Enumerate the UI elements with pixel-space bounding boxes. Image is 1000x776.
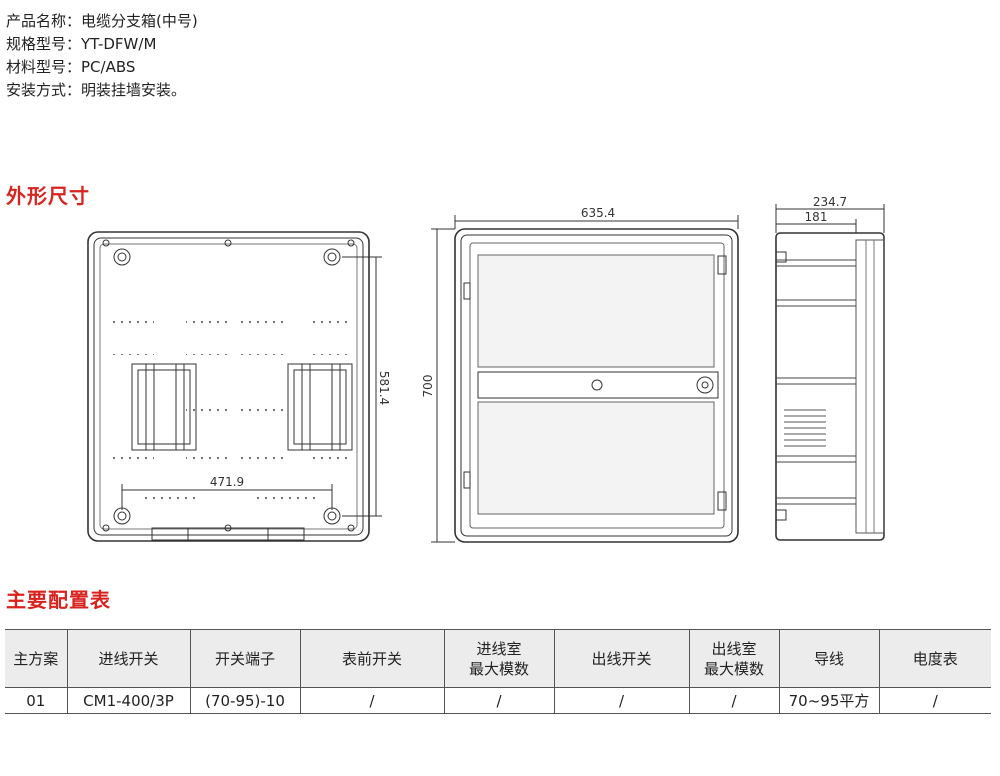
spec-row-install: 安装方式：明装挂墙安装。	[6, 79, 198, 102]
corner-bolt-br	[323, 507, 355, 532]
table-cell: 01	[5, 687, 68, 714]
spec-label: 产品名称：	[6, 12, 82, 30]
table-cell: /	[554, 687, 690, 714]
spec-row-material: 材料型号：PC/ABS	[6, 56, 198, 79]
corner-bolt-bl	[102, 507, 131, 532]
table-cell: /	[879, 687, 991, 714]
corner-bolt-tl	[102, 239, 131, 266]
bracket-right	[287, 363, 353, 451]
corner-bolt-tr	[323, 239, 355, 266]
spec-value: 电缆分支箱(中号)	[81, 12, 198, 30]
spec-label: 规格型号：	[6, 35, 82, 53]
spec-value: 明装挂墙安装。	[81, 81, 187, 99]
header-cell: 开关端子	[190, 629, 301, 688]
header-cell: 电度表	[879, 629, 991, 688]
config-table: 主方案 进线开关 开关端子 表前开关 进线室最大模数 出线开关 出线室最大模数 …	[5, 629, 991, 714]
header-cell: 导线	[779, 629, 880, 688]
table-row: 01 CM1-400/3P (70-95)-10 / / / / 70~95平方…	[5, 687, 991, 714]
front-width-label: 635.4	[581, 206, 615, 220]
back-width-label: 471.9	[210, 475, 244, 489]
side-view	[775, 204, 885, 541]
header-cell: 进线室最大模数	[444, 629, 555, 688]
product-spec-block: 产品名称：电缆分支箱(中号) 规格型号：YT-DFW/M 材料型号：PC/ABS…	[6, 10, 198, 102]
table-cell: /	[689, 687, 780, 714]
spec-row-model: 规格型号：YT-DFW/M	[6, 33, 198, 56]
config-section-title: 主要配置表	[6, 588, 111, 612]
lock-icon	[696, 376, 714, 394]
front-height-label: 700	[421, 375, 435, 398]
header-cell: 表前开关	[300, 629, 445, 688]
table-cell: /	[444, 687, 555, 714]
side-depth-total-label: 234.7	[813, 195, 847, 209]
spec-label: 材料型号：	[6, 58, 82, 76]
spec-value: PC/ABS	[81, 58, 136, 76]
header-cell: 出线开关	[554, 629, 690, 688]
table-cell: (70-95)-10	[190, 687, 301, 714]
header-cell: 出线室最大模数	[689, 629, 780, 688]
spec-label: 安装方式：	[6, 81, 82, 99]
config-table-header-row: 主方案 进线开关 开关端子 表前开关 进线室最大模数 出线开关 出线室最大模数 …	[5, 629, 991, 688]
table-cell: /	[300, 687, 445, 714]
technical-drawing: 471.9 581.4 635.4 700	[87, 195, 885, 543]
back-view	[87, 231, 382, 542]
header-cell: 主方案	[5, 629, 68, 688]
front-view	[431, 215, 739, 543]
header-cell: 进线开关	[67, 629, 191, 688]
spec-value: YT-DFW/M	[81, 35, 157, 53]
spec-row-name: 产品名称：电缆分支箱(中号)	[6, 10, 198, 33]
side-depth-inner-label: 181	[805, 210, 828, 224]
dimensions-section-title: 外形尺寸	[6, 184, 90, 208]
table-cell: CM1-400/3P	[67, 687, 191, 714]
table-cell: 70~95平方	[779, 687, 880, 714]
back-height-label: 581.4	[377, 371, 391, 405]
bracket-left	[131, 363, 197, 451]
